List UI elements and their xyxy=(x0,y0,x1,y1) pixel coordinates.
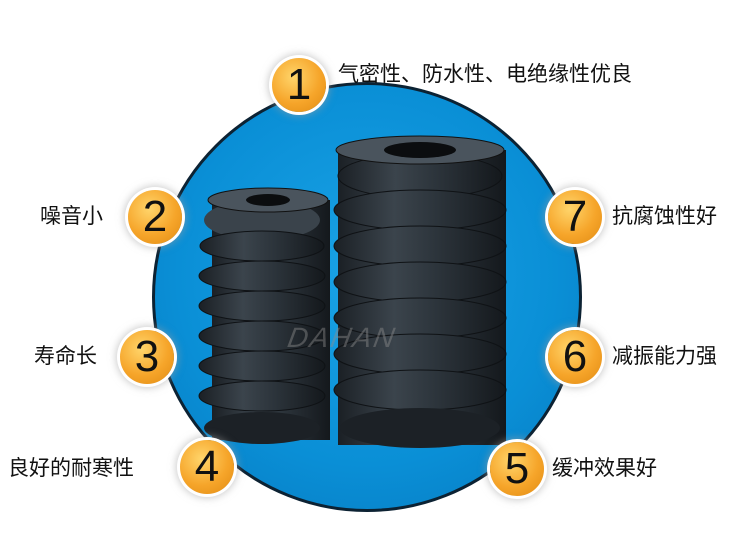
feature-6-text: 减振能力强 xyxy=(612,344,717,368)
feature-3-badge: 3 xyxy=(120,330,174,384)
feature-2-badge: 2 xyxy=(128,190,182,244)
feature-2-text: 噪音小 xyxy=(40,204,103,228)
feature-5-badge: 5 xyxy=(490,442,544,496)
feature-4-text: 良好的耐寒性 xyxy=(8,456,134,480)
feature-3-text: 寿命长 xyxy=(34,344,97,368)
feature-4-badge: 4 xyxy=(180,440,234,494)
feature-2-number: 2 xyxy=(142,192,168,241)
feature-1-text: 气密性、防水性、电绝缘性优良 xyxy=(338,62,632,86)
feature-7-badge: 7 xyxy=(548,190,602,244)
large-rubber-spring xyxy=(333,135,507,448)
feature-6-number: 6 xyxy=(562,332,588,381)
feature-1-number: 1 xyxy=(286,60,312,109)
feature-4-number: 4 xyxy=(194,442,220,491)
feature-5-number: 5 xyxy=(504,444,530,493)
feature-6-badge: 6 xyxy=(548,330,602,384)
watermark: DAHAN xyxy=(285,322,399,353)
feature-7-text: 抗腐蚀性好 xyxy=(612,204,717,228)
feature-7-number: 7 xyxy=(562,192,588,241)
feature-1-badge: 1 xyxy=(272,58,326,112)
feature-3-number: 3 xyxy=(134,332,160,381)
small-rubber-spring xyxy=(198,187,330,444)
feature-5-text: 缓冲效果好 xyxy=(552,456,657,480)
